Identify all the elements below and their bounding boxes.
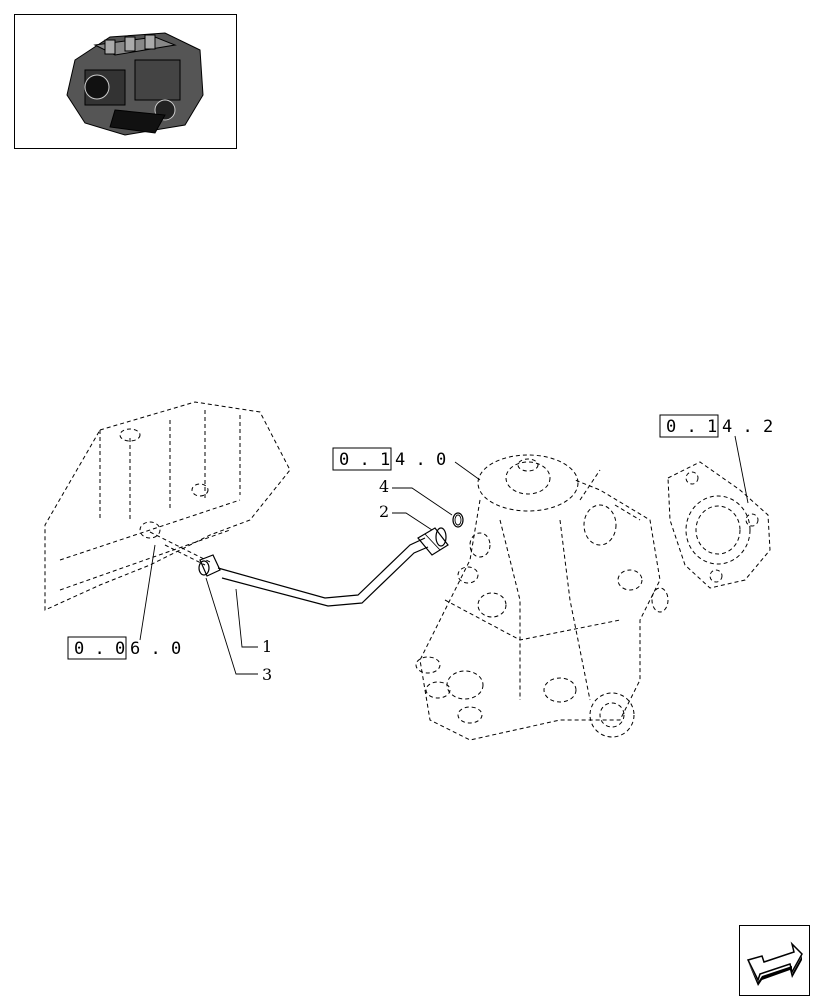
engine-thumbnail-icon bbox=[66, 32, 204, 136]
pump-flange-gasket bbox=[667, 461, 771, 589]
pipe-nut bbox=[198, 554, 221, 577]
reference-lower-left[interactable]: 0 . 0 6 . 0 bbox=[67, 636, 181, 660]
next-page-arrow-icon bbox=[746, 941, 803, 986]
callout-part-4: 4 bbox=[379, 477, 389, 496]
union-connector bbox=[417, 527, 449, 556]
injection-pump-outline bbox=[415, 454, 669, 741]
reference-upper-left[interactable]: 0 . 1 4 . 0 bbox=[332, 447, 446, 471]
engine-thumbnail bbox=[14, 14, 237, 149]
next-page-button[interactable] bbox=[739, 925, 810, 996]
reference-lower-left-boxed: 0 . 0 bbox=[74, 639, 125, 659]
callout-part-1: 1 bbox=[262, 637, 272, 656]
reference-upper-right[interactable]: 0 . 1 4 . 2 bbox=[659, 414, 773, 438]
engine-block-outline bbox=[44, 401, 291, 611]
fuel-pipe bbox=[217, 537, 429, 607]
reference-upper-left-boxed: 0 . 1 bbox=[339, 450, 390, 470]
reference-upper-left-rest: 4 . 0 bbox=[395, 450, 446, 470]
reference-upper-right-rest: 4 . 2 bbox=[722, 417, 773, 437]
leader-lines bbox=[139, 435, 749, 675]
o-ring-seal bbox=[452, 512, 464, 528]
callout-part-3: 3 bbox=[262, 665, 272, 684]
reference-upper-right-boxed: 0 . 1 bbox=[666, 417, 717, 437]
callout-part-2: 2 bbox=[379, 502, 389, 521]
reference-lower-left-rest: 6 . 0 bbox=[130, 639, 181, 659]
